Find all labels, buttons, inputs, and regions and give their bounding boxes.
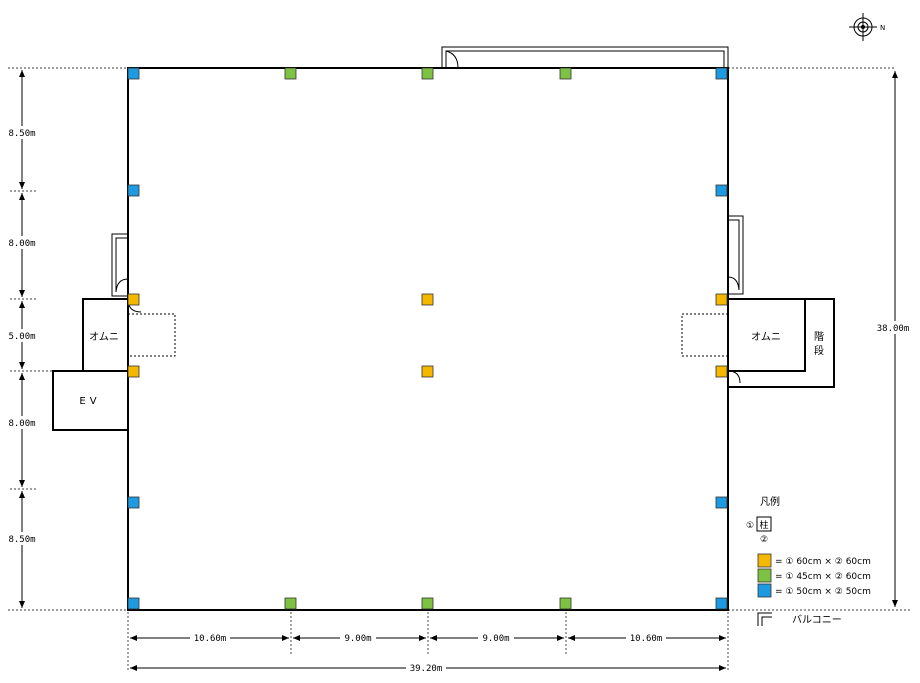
legend-swatch-yellow	[757, 553, 772, 568]
column-yellow	[715, 293, 728, 306]
balcony-top	[441, 46, 729, 69]
room-label-stairs-2: 段	[814, 344, 824, 357]
column-blue	[715, 184, 728, 197]
column-blue	[127, 597, 140, 610]
legend: 凡例 ① 柱 ② = ① 60cm × ② 60cm = ① 45cm × ② …	[746, 495, 871, 626]
legend-title: 凡例	[760, 495, 780, 508]
dim-left-2: 8.00m	[8, 239, 35, 249]
column-green	[421, 597, 434, 610]
room-label-omni-right: オムニ	[751, 331, 781, 343]
column-yellow	[421, 365, 434, 378]
legend-item-blue: = ① 50cm × ② 50cm	[775, 587, 871, 597]
dim-bottom-4: 10.60m	[630, 634, 663, 644]
dim-bottom-3: 9.00m	[482, 634, 509, 644]
dim-left-3: 5.00m	[8, 332, 35, 342]
columns	[127, 67, 728, 610]
balcony-legend-icon	[757, 612, 772, 626]
room-label-stairs-1: 階	[814, 331, 824, 343]
legend-key-bottom: ②	[760, 535, 768, 545]
column-green	[559, 67, 572, 80]
balcony-right	[727, 215, 744, 295]
column-yellow	[715, 365, 728, 378]
column-blue	[127, 184, 140, 197]
legend-balcony: バルコニー	[792, 614, 842, 626]
column-blue	[127, 496, 140, 509]
omni-room-right	[681, 298, 835, 388]
north-arrow-icon: N	[849, 13, 885, 41]
dim-left-5: 8.50m	[8, 535, 35, 545]
legend-key-symbol: 柱	[759, 519, 768, 531]
column-yellow	[421, 293, 434, 306]
legend-item-yellow: = ① 60cm × ② 60cm	[775, 557, 871, 567]
dim-bottom-total: 39.20m	[410, 664, 443, 674]
column-blue	[127, 67, 140, 80]
building-outline	[127, 67, 729, 611]
room-label-ev: EV	[79, 396, 100, 407]
balcony-left	[111, 233, 129, 297]
column-yellow	[127, 293, 140, 306]
column-green	[284, 597, 297, 610]
legend-item-green: = ① 45cm × ② 60cm	[775, 572, 871, 582]
extension-lines	[8, 67, 910, 672]
column-yellow	[127, 365, 140, 378]
dim-left-4: 8.00m	[8, 419, 35, 429]
legend-key-box	[756, 516, 772, 532]
column-blue	[715, 496, 728, 509]
legend-key-top: ①	[746, 521, 754, 531]
dim-right-total: 38.00m	[877, 324, 910, 334]
ev-room	[52, 370, 128, 431]
legend-swatch-green	[757, 568, 772, 583]
room-label-omni-left: オムニ	[89, 331, 119, 343]
column-blue	[715, 597, 728, 610]
legend-swatch-blue	[757, 583, 772, 598]
north-label: N	[880, 24, 885, 32]
dim-bottom-2: 9.00m	[344, 634, 371, 644]
column-blue	[715, 67, 728, 80]
dim-left-1: 8.50m	[8, 129, 35, 139]
column-green	[421, 67, 434, 80]
column-green	[559, 597, 572, 610]
column-green	[284, 67, 297, 80]
dim-bottom-1: 10.60m	[194, 634, 227, 644]
